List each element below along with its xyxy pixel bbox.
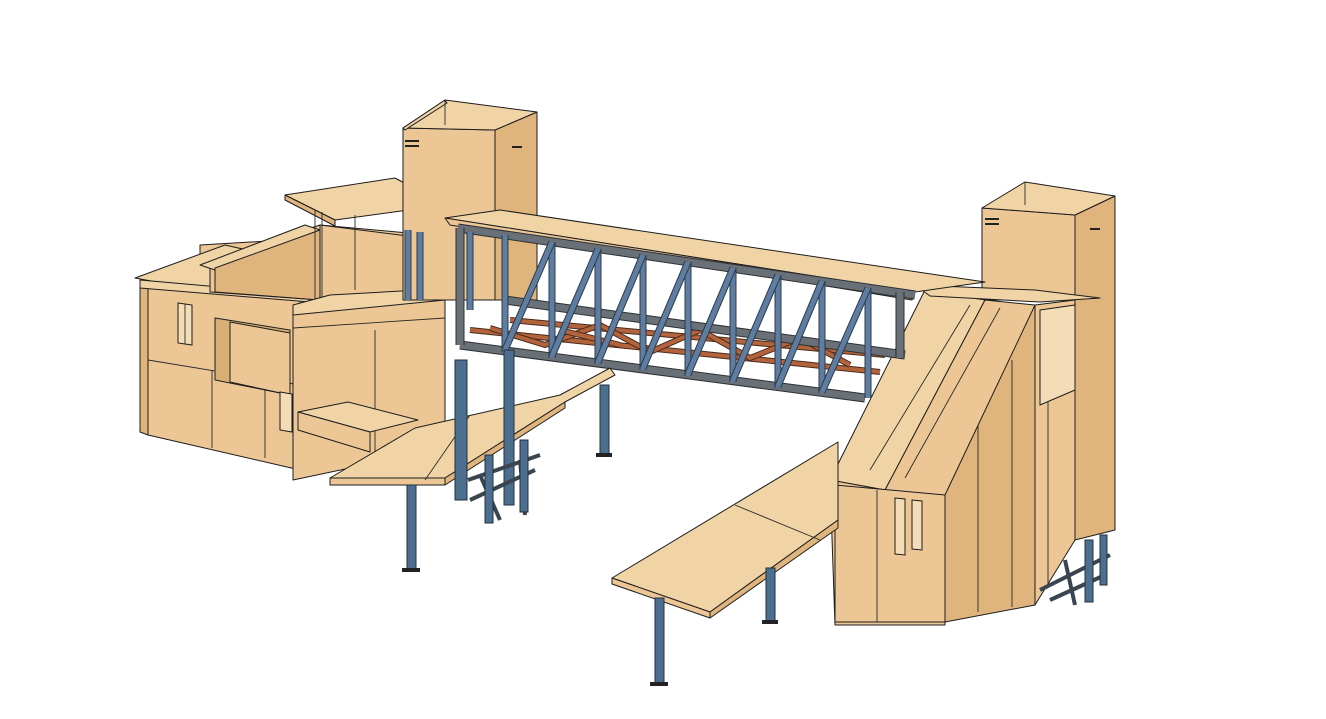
steel-truss-bridge [444,209,986,403]
left-bracing-cluster [467,439,541,524]
right-walkway-platform [611,441,839,619]
right-stair-tower [981,181,1116,541]
truss-verticals [501,235,872,398]
right-timber-building [829,284,1101,626]
truss-diagonals [501,240,872,394]
steel-columns [402,349,1111,686]
right-bracing-cluster [1039,534,1111,606]
